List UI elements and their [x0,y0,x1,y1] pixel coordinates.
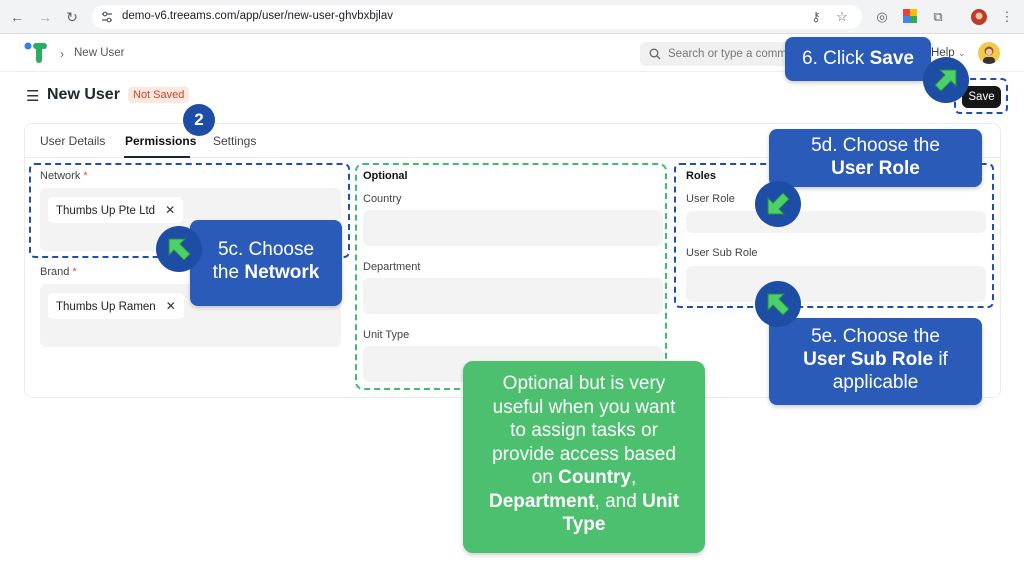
puzzle-icon[interactable]: ⧉ [933,9,943,24]
forward-icon[interactable]: → [38,9,52,25]
more-menu-icon[interactable]: ⋮ [1000,9,1014,24]
optional-callout-line1: Optional but is very [502,373,666,394]
breadcrumb[interactable]: New User [74,47,125,59]
optional-callout-line4: provide access based [492,443,676,465]
key-icon[interactable]: ⚷ [811,9,821,24]
network-tag[interactable]: Thumbs Up Pte Ltd ✕ [48,197,184,223]
department-label: Department [363,261,421,273]
optional-section-title: Optional [363,170,408,182]
network-callout-line1: 5c. Choose [217,239,315,260]
tab-settings[interactable]: Settings [213,134,257,148]
department-field[interactable] [363,278,663,314]
arrow-icon [923,57,969,103]
user-sub-role-label: User Sub Role [686,247,758,259]
bookmark-star-icon[interactable]: ☆ [836,9,848,24]
unit-type-label: Unit Type [363,329,410,341]
optional-callout-line7: Type [562,514,606,535]
status-badge: Not Saved [128,87,190,103]
step-marker: 2 [183,104,215,136]
user-role-callout-line2: User Role [831,158,920,179]
user-role-label: User Role [686,193,735,205]
hamburger-icon[interactable]: ☰ [26,88,40,105]
sub-role-callout: 5e. Choose the User Sub Role if applicab… [769,318,982,405]
remove-network-icon[interactable]: ✕ [165,203,176,217]
app-header: › New User Search or type a command Help… [0,35,1024,72]
chevron-down-icon: ⌄ [957,48,966,58]
active-tab-indicator [124,156,190,158]
user-role-callout-line1: 5d. Choose the [811,135,940,156]
network-callout-line2: the Network [212,262,320,283]
help-menu[interactable]: Help ⌄ [931,47,965,59]
roles-section-title: Roles [686,170,716,182]
brand-label: Brand * [40,266,77,278]
sub-role-callout-line1: 5e. Choose the [811,326,940,347]
optional-callout: Optional but is very useful when you wan… [463,361,705,553]
search-placeholder: Search or type a command [668,48,807,60]
search-icon [649,48,661,60]
user-sub-role-field[interactable] [686,266,986,302]
save-callout-bold: Save [869,48,914,69]
brand-tag-label: Thumbs Up Ramen [56,301,156,313]
page-title: New User [47,86,120,103]
address-bar[interactable]: demo-v6.treeams.com/app/user/new-user-gh… [92,5,862,29]
save-button[interactable]: Save [962,86,1001,108]
sub-role-callout-line2: User Sub Role if [803,349,948,370]
tab-bar: User Details Permissions Settings [25,124,1002,158]
site-info-icon[interactable] [101,11,113,23]
sub-role-callout-line3: applicable [832,372,919,393]
avatar[interactable] [978,42,1000,64]
save-callout-text: 6. Click [802,48,870,69]
optional-callout-line3: to assign tasks or [510,420,658,441]
arrow-icon [755,181,801,227]
help-label: Help [931,47,955,59]
color-extension-icon[interactable] [902,9,918,25]
brand-tag[interactable]: Thumbs Up Ramen ✕ [48,293,184,319]
chevron-right-icon: › [60,47,64,61]
country-label: Country [363,193,402,205]
treeams-logo[interactable] [24,42,48,64]
profile-icon[interactable] [971,9,987,25]
network-callout: 5c. Choose the Network [190,220,342,306]
optional-highlight [355,163,667,390]
optional-callout-line2: useful when you want [492,396,676,418]
reload-icon[interactable]: ↻ [66,9,78,25]
arrow-icon [156,226,202,272]
search-input[interactable]: Search or type a command [640,42,810,66]
country-field[interactable] [363,210,663,246]
tab-user-details[interactable]: User Details [40,134,106,148]
tab-permissions[interactable]: Permissions [125,134,197,148]
url-text: demo-v6.treeams.com/app/user/new-user-gh… [122,10,394,22]
back-icon[interactable]: ← [10,9,24,25]
network-label: Network * [40,170,88,182]
browser-toolbar: ← → ↻ demo-v6.treeams.com/app/user/new-u… [0,0,1024,34]
page-head: ☰ New User Not Saved Save [0,80,1024,112]
save-callout: 6. Click Save [785,37,931,81]
network-tag-label: Thumbs Up Pte Ltd [56,205,156,217]
remove-brand-icon[interactable]: ✕ [165,299,176,313]
optional-callout-line6: Department, and Unit [488,490,680,512]
user-role-callout: 5d. Choose the User Role [769,129,982,187]
arrow-icon [755,281,801,327]
optional-callout-line5: on Country, [531,467,637,488]
extension-icon[interactable]: ◎ [876,9,888,24]
